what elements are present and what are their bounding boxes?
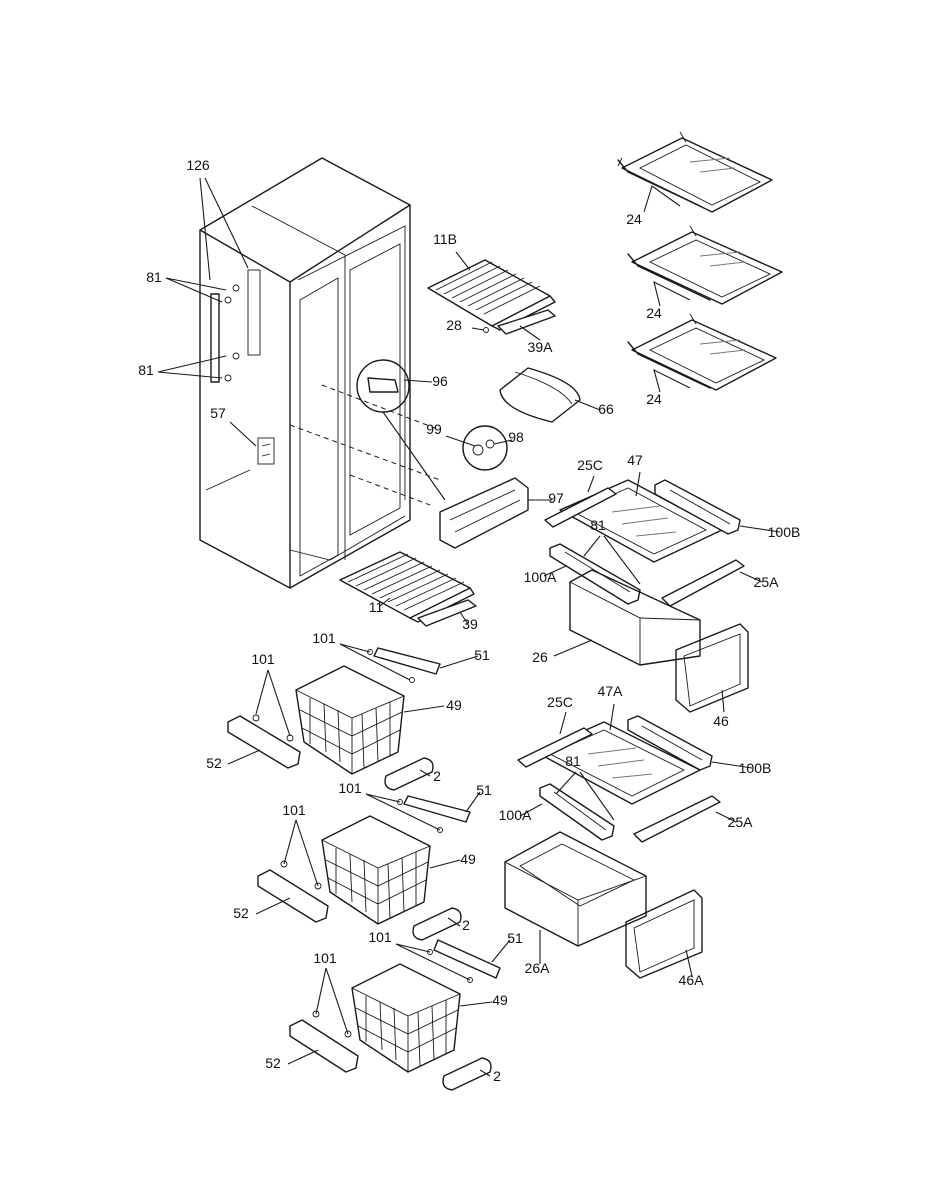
leader-lines: [157, 177, 781, 1077]
callout-label-26: 26: [532, 649, 548, 665]
callout-label-100a: 100A: [524, 569, 557, 585]
handle-assembly: [210, 284, 240, 383]
basket-assembly-lower: [289, 939, 501, 1091]
callout-label-81: 81: [565, 753, 581, 769]
callout-label-100b: 100B: [768, 524, 801, 540]
callout-label-57: 57: [210, 405, 226, 421]
callout-label-81: 81: [146, 269, 162, 285]
callout-label-81: 81: [590, 517, 606, 533]
callout-label-126: 126: [186, 157, 210, 173]
callout-label-2: 2: [462, 917, 470, 933]
callout-label-66: 66: [598, 401, 614, 417]
rail-25c-upper: [544, 487, 617, 528]
crisper-drawer-26a: [504, 831, 647, 947]
callout-label-99: 99: [426, 421, 442, 437]
callout-label-2: 2: [493, 1068, 501, 1084]
glass-shelf-24-top: [617, 131, 773, 213]
callout-label-24: 24: [646, 305, 662, 321]
detail-circle-96: [356, 359, 446, 501]
callout-label-101: 101: [282, 802, 306, 818]
callout-label-100b: 100B: [739, 760, 772, 776]
callout-label-101: 101: [313, 950, 337, 966]
callout-label-100a: 100A: [499, 807, 532, 823]
glass-shelf-24-middle: [627, 225, 783, 305]
drawer-front-46: [675, 623, 749, 713]
callout-label-46a: 46A: [679, 972, 705, 988]
callout-label-101: 101: [368, 929, 392, 945]
callout-label-47: 47: [627, 452, 643, 468]
drawer-front-46a: [625, 889, 703, 979]
callout-label-49: 49: [446, 697, 462, 713]
callout-label-47a: 47A: [598, 683, 624, 699]
callout-label-81: 81: [138, 362, 154, 378]
basket-assembly-upper: [227, 647, 441, 791]
callout-label-2: 2: [433, 768, 441, 784]
callout-label-52: 52: [206, 755, 222, 771]
rail-25a-upper: [661, 559, 745, 607]
crisper-drawer-26: [569, 569, 701, 666]
callout-label-52: 52: [233, 905, 249, 921]
callout-label-46: 46: [713, 713, 729, 729]
rail-100b-lower: [627, 715, 713, 771]
callout-label-11: 11: [369, 599, 384, 615]
callout-label-101: 101: [338, 780, 362, 796]
callout-label-51: 51: [474, 647, 490, 663]
callout-label-39: 39: [462, 616, 478, 632]
callout-label-98: 98: [508, 429, 524, 445]
rail-100b-upper: [654, 479, 741, 535]
callout-label-25c: 25C: [547, 694, 573, 710]
rail-25c-lower: [517, 727, 593, 768]
callout-label-49: 49: [460, 851, 476, 867]
callout-label-96: 96: [432, 373, 448, 389]
callout-label-26a: 26A: [525, 960, 551, 976]
detail-circle-98: [462, 425, 508, 471]
wire-shelf-11: [339, 551, 477, 627]
callout-label-25c: 25C: [577, 457, 603, 473]
rail-100a-lower: [539, 783, 615, 841]
channel-66: [499, 367, 581, 423]
basket-assembly-middle: [257, 795, 471, 941]
wire-shelf-11b: [427, 259, 556, 335]
crisper-cover-47: [559, 479, 723, 563]
callout-label-101: 101: [312, 630, 336, 646]
refrigerator-cabinet: [199, 157, 411, 589]
callout-label-28: 28: [446, 317, 462, 333]
callout-label-24: 24: [646, 391, 662, 407]
callout-label-51: 51: [476, 782, 492, 798]
callout-label-52: 52: [265, 1055, 281, 1071]
callout-label-101: 101: [251, 651, 275, 667]
callout-label-51: 51: [507, 930, 523, 946]
bracket-97: [439, 477, 529, 549]
rail-25a-lower: [633, 795, 721, 843]
callout-label-24: 24: [626, 211, 642, 227]
callout-label-39a: 39A: [528, 339, 554, 355]
callout-label-97: 97: [548, 490, 564, 506]
callout-label-25a: 25A: [728, 814, 754, 830]
glass-shelf-24-bottom: [627, 313, 777, 391]
callout-label-11b: 11B: [433, 231, 457, 247]
callout-labels: 126 81 81 57 11B 28 39A 96 66 99 98 97 24 24 24 25C 47 10…: [138, 157, 800, 1084]
callout-label-25a: 25A: [754, 574, 780, 590]
callout-label-49: 49: [492, 992, 508, 1008]
